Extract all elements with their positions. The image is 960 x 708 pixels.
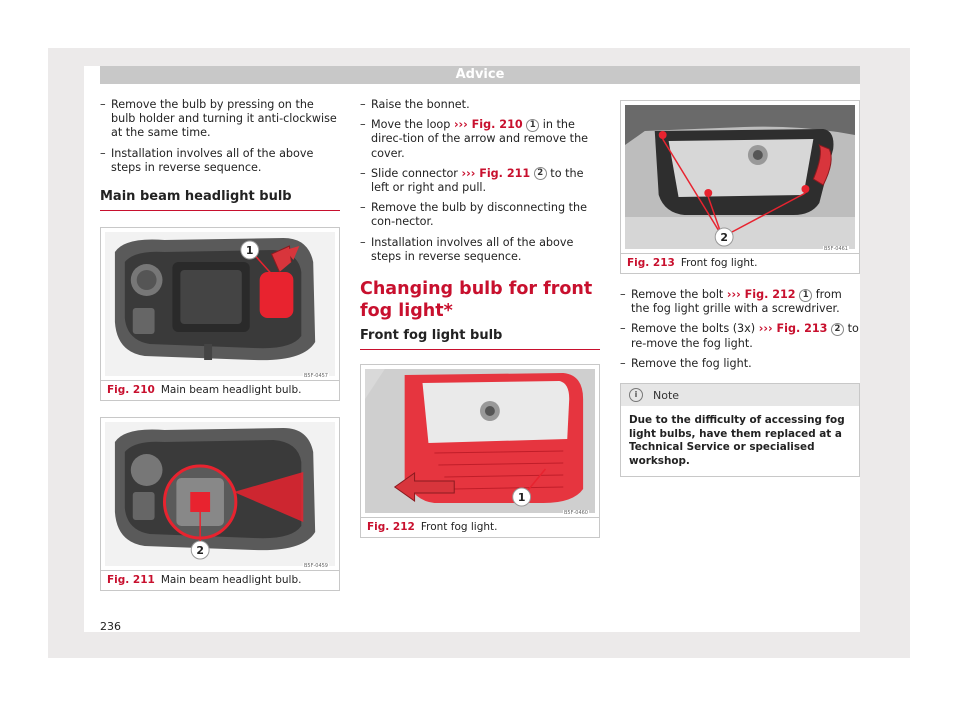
bullet-list: –Remove the bulb by pressing on the bulb… [100, 98, 340, 175]
list-item: –Remove the bolt ››› Fig. 212 1 from the… [620, 288, 842, 316]
figure-code: B5F-0461 [822, 246, 849, 252]
callout-number: 2 [831, 322, 845, 336]
figure-reference-link[interactable]: ››› Fig. 211 [461, 166, 531, 180]
section-header: Advice [100, 66, 860, 84]
list-item: –Raise the bonnet. [360, 98, 470, 111]
page-number: 236 [100, 620, 121, 633]
figure-image: 2 [625, 105, 855, 249]
list-item: –Remove the fog light. [620, 356, 752, 370]
figure-reference-link[interactable]: ››› Fig. 210 [453, 118, 523, 132]
figure-code: B5F-0459 [302, 563, 329, 570]
column-middle: –Raise the bonnet. –Move the loop ››› Fi… [360, 98, 600, 539]
figure-reference-link[interactable]: ››› Fig. 212 [726, 288, 796, 301]
section-heading: Changing bulb for front fog light* [360, 279, 593, 322]
svg-text:1: 1 [246, 244, 254, 257]
figure-reference-link[interactable]: ››› Fig. 213 [758, 322, 828, 336]
figure-image: 1 [105, 232, 335, 377]
callout-number: 2 [533, 167, 547, 181]
note-header: i Note [621, 384, 859, 407]
list-item: –Slide connector ››› Fig. 211 2 to the l… [360, 166, 584, 195]
callout-number: 1 [526, 118, 540, 132]
figure-code: B5F-0457 [302, 373, 329, 380]
subheading-main-beam: Main beam headlight bulb [100, 189, 340, 212]
note-body: Due to the difficulty of accessing fog l… [629, 414, 845, 467]
callout-number: 1 [799, 288, 813, 302]
note-title: Note [653, 388, 680, 402]
column-left: –Remove the bulb by pressing on the bulb… [100, 98, 340, 592]
figure-code: B5F-0460 [562, 510, 589, 517]
figure-image: 1 [365, 369, 595, 514]
list-item: –Installation involves all of the above … [100, 146, 314, 174]
figure-image: 2 [105, 422, 335, 567]
svg-text:2: 2 [196, 544, 204, 557]
subheading-fog-light: Front fog light bulb [360, 328, 600, 351]
svg-text:1: 1 [518, 491, 526, 504]
list-item: –Installation involves all of the above … [360, 235, 574, 263]
list-item: –Remove the bolts (3x) ››› Fig. 213 2 to… [620, 322, 859, 350]
bullet-list: –Remove the bolt ››› Fig. 212 1 from the… [620, 288, 860, 371]
bullet-list: –Raise the bonnet. –Move the loop ››› Fi… [360, 98, 600, 264]
note-box: i Note Due to the difficulty of accessin… [620, 383, 860, 478]
info-icon: i [629, 388, 643, 403]
svg-text:2: 2 [720, 231, 728, 244]
list-item: –Move the loop ››› Fig. 210 1 in the dir… [360, 118, 589, 160]
list-item: –Remove the bulb by disconnecting the co… [360, 201, 587, 229]
list-item: –Remove the bulb by pressing on the bulb… [100, 98, 337, 140]
